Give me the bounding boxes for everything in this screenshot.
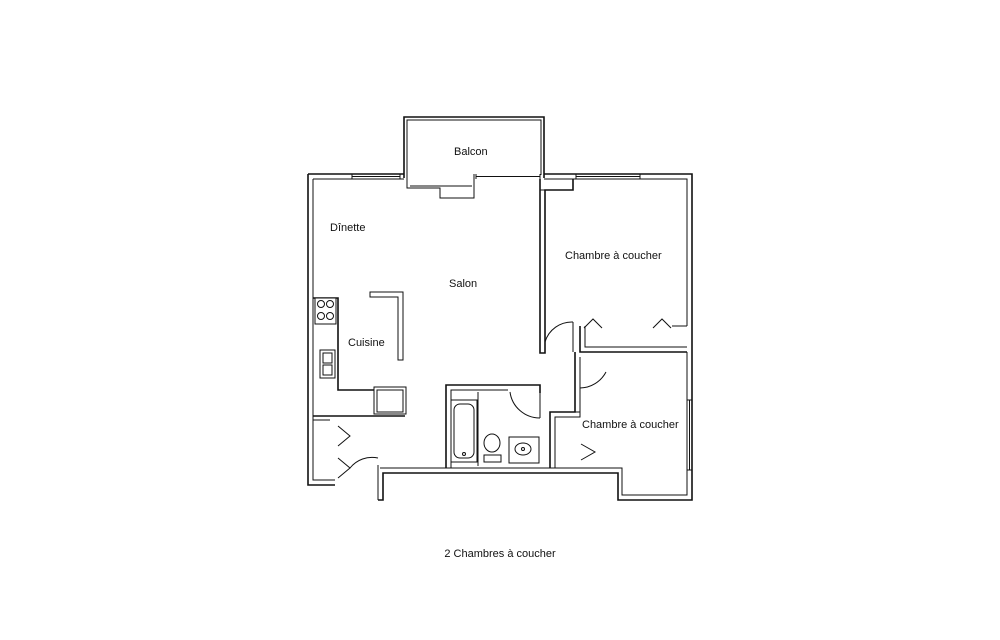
balcony bbox=[403, 116, 545, 178]
windows bbox=[351, 174, 692, 471]
room-label-living: Salon bbox=[449, 278, 477, 290]
entry bbox=[313, 415, 405, 479]
exterior-walls bbox=[307, 173, 693, 501]
bathroom bbox=[445, 384, 541, 468]
room-label-bedroom-2: Chambre à coucher bbox=[582, 419, 679, 431]
bedroom-2-walls bbox=[549, 352, 607, 468]
room-label-dining: Dînette bbox=[330, 222, 365, 234]
bedroom-1-door bbox=[544, 321, 574, 352]
plan-caption: 2 Chambres à coucher bbox=[444, 548, 556, 560]
balcony-door bbox=[406, 174, 475, 199]
room-label-balcony: Balcon bbox=[454, 146, 488, 158]
bedroom-1-walls bbox=[539, 179, 687, 354]
kitchen bbox=[312, 291, 407, 415]
room-label-bedroom-1: Chambre à coucher bbox=[565, 250, 662, 262]
room-label-kitchen: Cuisine bbox=[348, 337, 385, 349]
